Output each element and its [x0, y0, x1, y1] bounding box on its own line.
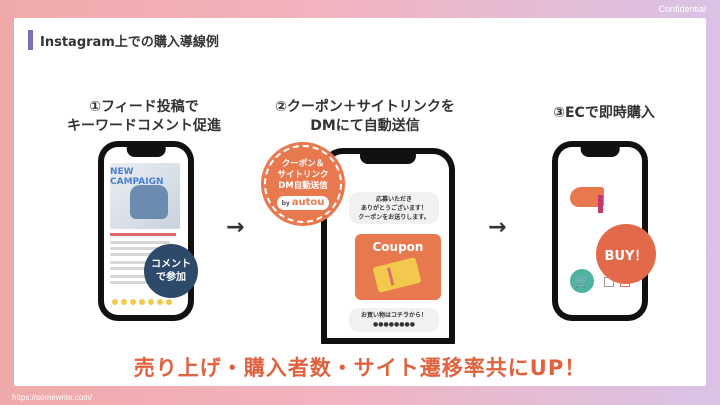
dm-message-bottom: お買い物はコチラから！ ●●●●●●●● — [349, 308, 439, 332]
dm-message-top: 応募いただき ありがとうございます！ クーポンをお送りします。 — [349, 192, 439, 224]
arrow-2: → — [488, 215, 506, 240]
title-accent-bar — [28, 30, 33, 50]
footer-url[interactable]: https://somewrite.com/ — [12, 393, 92, 402]
confidential-label: Confidential — [658, 4, 706, 14]
comment-badge: コメント で参加 — [144, 244, 198, 298]
cart-icon[interactable]: 🛒 — [570, 269, 594, 293]
emoji-row — [112, 299, 172, 305]
buy-button[interactable]: BUY！ — [596, 224, 656, 284]
ticket-icon — [373, 257, 422, 293]
slide: Instagram上での購入導線例 ①フィード投稿で キーワードコメント促進 ②… — [14, 18, 706, 386]
step-3-label: ③ECで即時購入 — [534, 104, 674, 123]
step-1-label: ①フィード投稿で キーワードコメント促進 — [56, 98, 232, 136]
shirt-image — [130, 185, 168, 219]
coupon-card: Coupon — [355, 234, 441, 300]
slide-title: Instagram上での購入導線例 — [40, 31, 219, 50]
phone-dm-screen: 応募いただき ありがとうございます！ クーポンをお送りします。 Coupon お… — [327, 154, 449, 338]
headline: 売り上げ・購入者数・サイト遷移率共にUP！ — [14, 352, 706, 382]
campaign-text: NEW CAMPAIGN — [110, 167, 164, 187]
arrow-1: → — [226, 215, 244, 240]
step-2-label: ②クーポン＋サイトリンクを DMにて自動送信 — [270, 98, 460, 136]
